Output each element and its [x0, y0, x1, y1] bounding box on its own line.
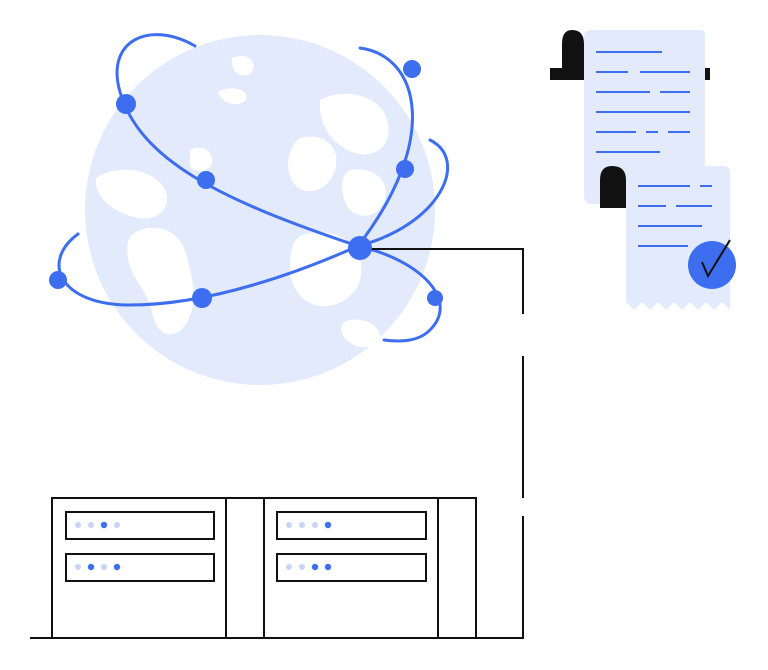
server-status-light	[87, 563, 95, 571]
receipt-scroll-icon	[550, 30, 736, 310]
server-status-light	[324, 521, 332, 529]
server-status-light	[88, 522, 94, 528]
orbit-hub-node	[348, 236, 372, 260]
server-status-light	[312, 522, 318, 528]
server-status-light	[299, 564, 305, 570]
orbit-node	[403, 60, 421, 78]
orbit-path	[356, 244, 442, 343]
server-status-light	[311, 563, 319, 571]
orbit-node	[396, 160, 414, 178]
server-drawer	[276, 511, 427, 540]
globe-connector-line	[358, 248, 524, 314]
orbit-nodes	[49, 60, 443, 308]
server-status-light	[286, 522, 292, 528]
orbit-path	[356, 46, 414, 248]
server-drawer	[276, 553, 427, 582]
server-status-light	[75, 564, 81, 570]
server-status-light	[100, 521, 108, 529]
server-status-light	[101, 564, 107, 570]
server-status-lights	[75, 521, 332, 571]
orbit-node	[49, 271, 67, 289]
server-status-light	[324, 563, 332, 571]
server-drawer	[65, 553, 215, 582]
network-orbit-icon	[57, 33, 524, 343]
globe-continents	[95, 55, 389, 348]
orbit-path	[57, 232, 360, 307]
server-status-light	[299, 522, 305, 528]
receipt-text-lines	[596, 51, 690, 153]
server-status-light	[113, 563, 121, 571]
receipt-text-lines	[638, 185, 712, 247]
server-drawer	[65, 511, 215, 540]
server-status-light	[75, 522, 81, 528]
orbit-node	[192, 288, 212, 308]
orbit-node	[116, 94, 136, 114]
orbit-node	[427, 290, 443, 306]
orbit-path	[356, 138, 449, 248]
orbit-node	[197, 171, 215, 189]
checkmark-badge-icon	[688, 239, 736, 289]
server-rack-icon	[30, 497, 524, 639]
server-status-light	[286, 564, 292, 570]
receipt-back	[550, 30, 710, 204]
server-status-light	[114, 522, 120, 528]
